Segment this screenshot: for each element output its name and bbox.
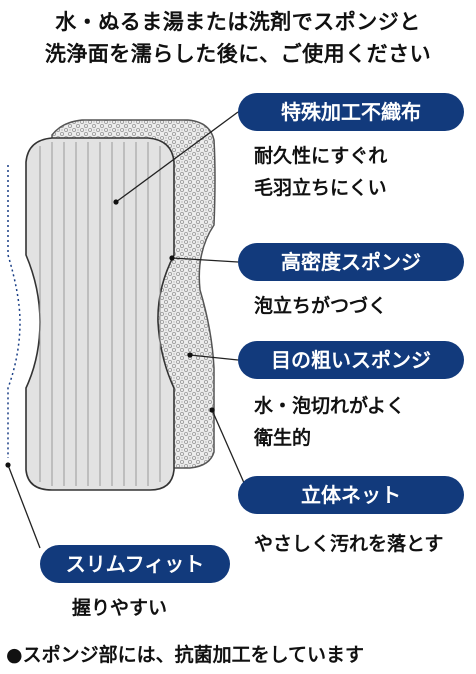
- feature-label-high-density: 高密度スポンジ: [238, 243, 464, 281]
- feature-label-coarse: 目の粗いスポンジ: [238, 341, 464, 379]
- leader-lines: [7, 111, 249, 549]
- feature-label-nonwoven: 特殊加工不織布: [238, 93, 464, 131]
- feature-desc-high-density: 泡立ちがつづく: [254, 295, 388, 317]
- leader-dots: [5, 199, 215, 468]
- feature-label-slim-fit: スリムフィット: [40, 545, 230, 583]
- feature-desc-3d-net: やさしく汚れを落とす: [254, 533, 444, 555]
- feature-label-3d-net: 立体ネット: [238, 476, 464, 514]
- antibacterial-note: ●スポンジ部には、抗菌加工をしています: [6, 644, 365, 666]
- usage-instruction-line2: 洗浄面を濡らした後に、ご使用ください: [44, 42, 432, 66]
- slim-fit-guide: [7, 165, 21, 458]
- usage-instruction: 水・ぬるま湯または洗剤でスポンジと 洗浄面を濡らした後に、ご使用ください: [0, 6, 476, 70]
- feature-desc-coarse: 水・泡切れがよく 衛生的: [254, 395, 406, 449]
- feature-desc-nonwoven: 耐久性にすぐれ 毛羽立ちにくい: [254, 145, 388, 199]
- nonwoven-stripes: [39, 142, 161, 486]
- feature-desc-slim-fit: 握りやすい: [72, 597, 168, 619]
- usage-instruction-line1: 水・ぬるま湯または洗剤でスポンジと: [55, 10, 421, 34]
